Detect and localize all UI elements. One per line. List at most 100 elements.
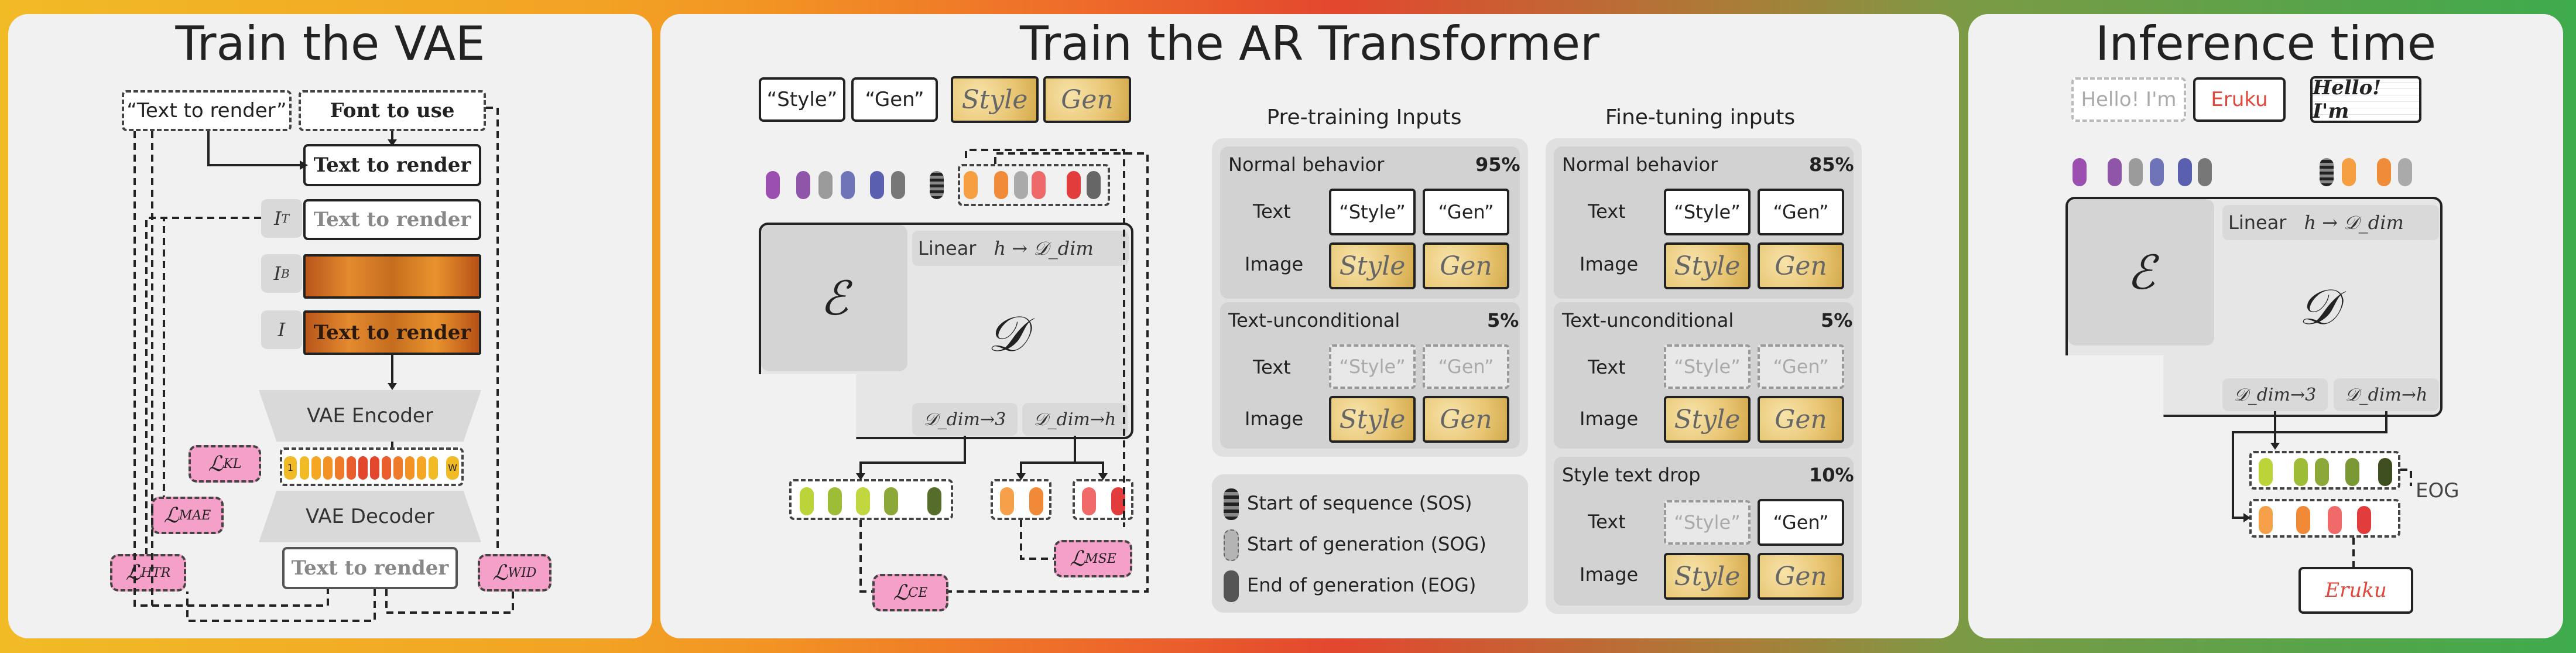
finetune-uncond-text-label: Text	[1588, 356, 1626, 378]
i-composite-image: Text to render	[303, 310, 481, 355]
finetune-normal-gen-text: “Gen”	[1758, 189, 1844, 235]
ar-head-h: 𝒟_dim→h	[1022, 403, 1128, 436]
finetune-styledrop-name: Style text drop	[1562, 464, 1701, 486]
finetune-uncond-gen-image: Gen	[1758, 396, 1844, 443]
ar-linear-label: Linear	[918, 237, 977, 259]
finetune-normal-pct: 85%	[1809, 153, 1854, 176]
ar-encoder: ℰ	[761, 225, 907, 371]
legend-sog-label: Start of generation (SOG)	[1247, 533, 1486, 555]
inference-input-tokens	[2073, 158, 2435, 193]
latent-token	[429, 456, 438, 480]
finetune-styledrop-style-image: Style	[1664, 553, 1751, 600]
finetune-uncond-name: Text-unconditional	[1562, 309, 1734, 331]
pretrain-uncond-image-label: Image	[1245, 408, 1304, 430]
finetune-styledrop-text-label: Text	[1588, 511, 1626, 533]
finetune-normal-style-image: Style	[1664, 242, 1751, 289]
pretrain-uncond-pct: 5%	[1487, 309, 1519, 331]
inference-linear-map: h → 𝒟_dim	[2304, 211, 2404, 234]
finetune-uncond-gen-text: “Gen”	[1758, 344, 1844, 389]
finetune-uncond-image-label: Image	[1580, 408, 1639, 430]
latent-token	[382, 456, 391, 480]
inference-output-tokens-h	[2249, 499, 2400, 538]
inference-linear-label: Linear	[2228, 211, 2287, 234]
pretrain-normal-name: Normal behavior	[1228, 153, 1385, 176]
finetune-normal-image-label: Image	[1580, 253, 1639, 275]
pretrain-uncond-name: Text-unconditional	[1228, 309, 1400, 331]
latent-token	[417, 456, 426, 480]
ar-gen-text: “Gen”	[851, 77, 938, 122]
finetune-styledrop-image-label: Image	[1580, 563, 1639, 586]
pretrain-normal-gen-image: Gen	[1423, 242, 1509, 289]
font-to-use-box: Font to use	[299, 90, 486, 131]
finetune-uncond-style-image: Style	[1664, 396, 1751, 443]
inference-prompt-ghost: Hello! I'm	[2071, 77, 2186, 122]
inference-linear: Linear h → 𝒟_dim	[2222, 205, 2439, 240]
pretrain-uncond-gen-text: “Gen”	[1423, 344, 1509, 389]
pretrain-normal-image-label: Image	[1245, 253, 1304, 275]
finetune-uncond-style-text: “Style”	[1664, 344, 1751, 389]
latent-token	[370, 456, 379, 480]
inference-head-h: 𝒟_dim→h	[2334, 378, 2439, 411]
latent-token	[323, 456, 333, 480]
inference-style-image: Hello! I'm	[2310, 76, 2421, 123]
inference-decoder: 𝒟	[2298, 278, 2338, 336]
pretrain-uncond-style-image: Style	[1329, 396, 1416, 443]
latent-token	[358, 456, 368, 480]
ar-linear-map: h → 𝒟_dim	[994, 237, 1094, 259]
pretrain-normal-style-text: “Style”	[1329, 189, 1416, 235]
text-to-render-box: Text to render	[303, 144, 481, 186]
pretrain-uncond-text-label: Text	[1253, 356, 1291, 378]
latent-token	[405, 456, 415, 480]
inference-prompt-name: Eruku	[2193, 77, 2286, 122]
inference-output-tokens-3	[2249, 451, 2400, 490]
vae-title: Train the VAE	[175, 16, 485, 71]
ar-gen-image: Gen	[1043, 76, 1131, 123]
ar-input-tokens	[761, 170, 1112, 205]
legend-sos-icon	[1224, 488, 1239, 520]
label-i: I	[261, 310, 302, 349]
latent-token-last: W	[446, 456, 459, 480]
ar-title: Train the AR Transformer	[1020, 16, 1599, 71]
legend-sog-icon	[1224, 529, 1239, 561]
finetune-normal-style-text: “Style”	[1664, 189, 1751, 235]
latent-token	[300, 456, 309, 480]
inference-eog-label: EOG	[2416, 479, 2459, 502]
inference-output-image: Eruku	[2298, 567, 2413, 614]
finetune-normal-text-label: Text	[1588, 200, 1626, 223]
decoded-text-box: Text to render	[282, 547, 458, 589]
inference-title: Inference time	[2095, 16, 2437, 71]
ar-style-image: Style	[951, 76, 1039, 123]
finetune-styledrop-style-text: “Style”	[1664, 500, 1751, 545]
vae-encoder: VAE Encoder	[259, 390, 481, 442]
inference-encoder: ℰ	[2068, 199, 2214, 346]
pretrain-uncond-style-text: “Style”	[1329, 344, 1416, 389]
pretrain-normal-text-label: Text	[1253, 200, 1291, 223]
ar-style-text: “Style”	[759, 77, 845, 122]
i-t-image: Text to render	[303, 199, 481, 240]
finetune-title: Fine-tuning inputs	[1605, 105, 1796, 129]
vae-decoder: VAE Decoder	[259, 491, 481, 542]
vae-connectors	[133, 107, 514, 622]
latent-token	[347, 456, 356, 480]
ar-head-3: 𝒟_dim→3	[912, 403, 1018, 436]
pretrain-title: Pre-training Inputs	[1266, 105, 1462, 129]
inference-head-3: 𝒟_dim→3	[2222, 378, 2328, 411]
pretrain-normal-pct: 95%	[1475, 153, 1520, 176]
token-legend	[1212, 474, 1528, 613]
ar-output-tokens-3	[789, 479, 953, 520]
latent-token	[393, 456, 403, 480]
legend-eog-icon	[1224, 570, 1239, 602]
finetune-styledrop-gen-text: “Gen”	[1758, 499, 1844, 546]
ar-decoder: 𝒟	[987, 305, 1027, 363]
finetune-uncond-pct: 5%	[1821, 309, 1853, 331]
legend-eog-label: End of generation (EOG)	[1247, 574, 1477, 596]
text-to-render-quote: “Text to render”	[122, 90, 292, 131]
